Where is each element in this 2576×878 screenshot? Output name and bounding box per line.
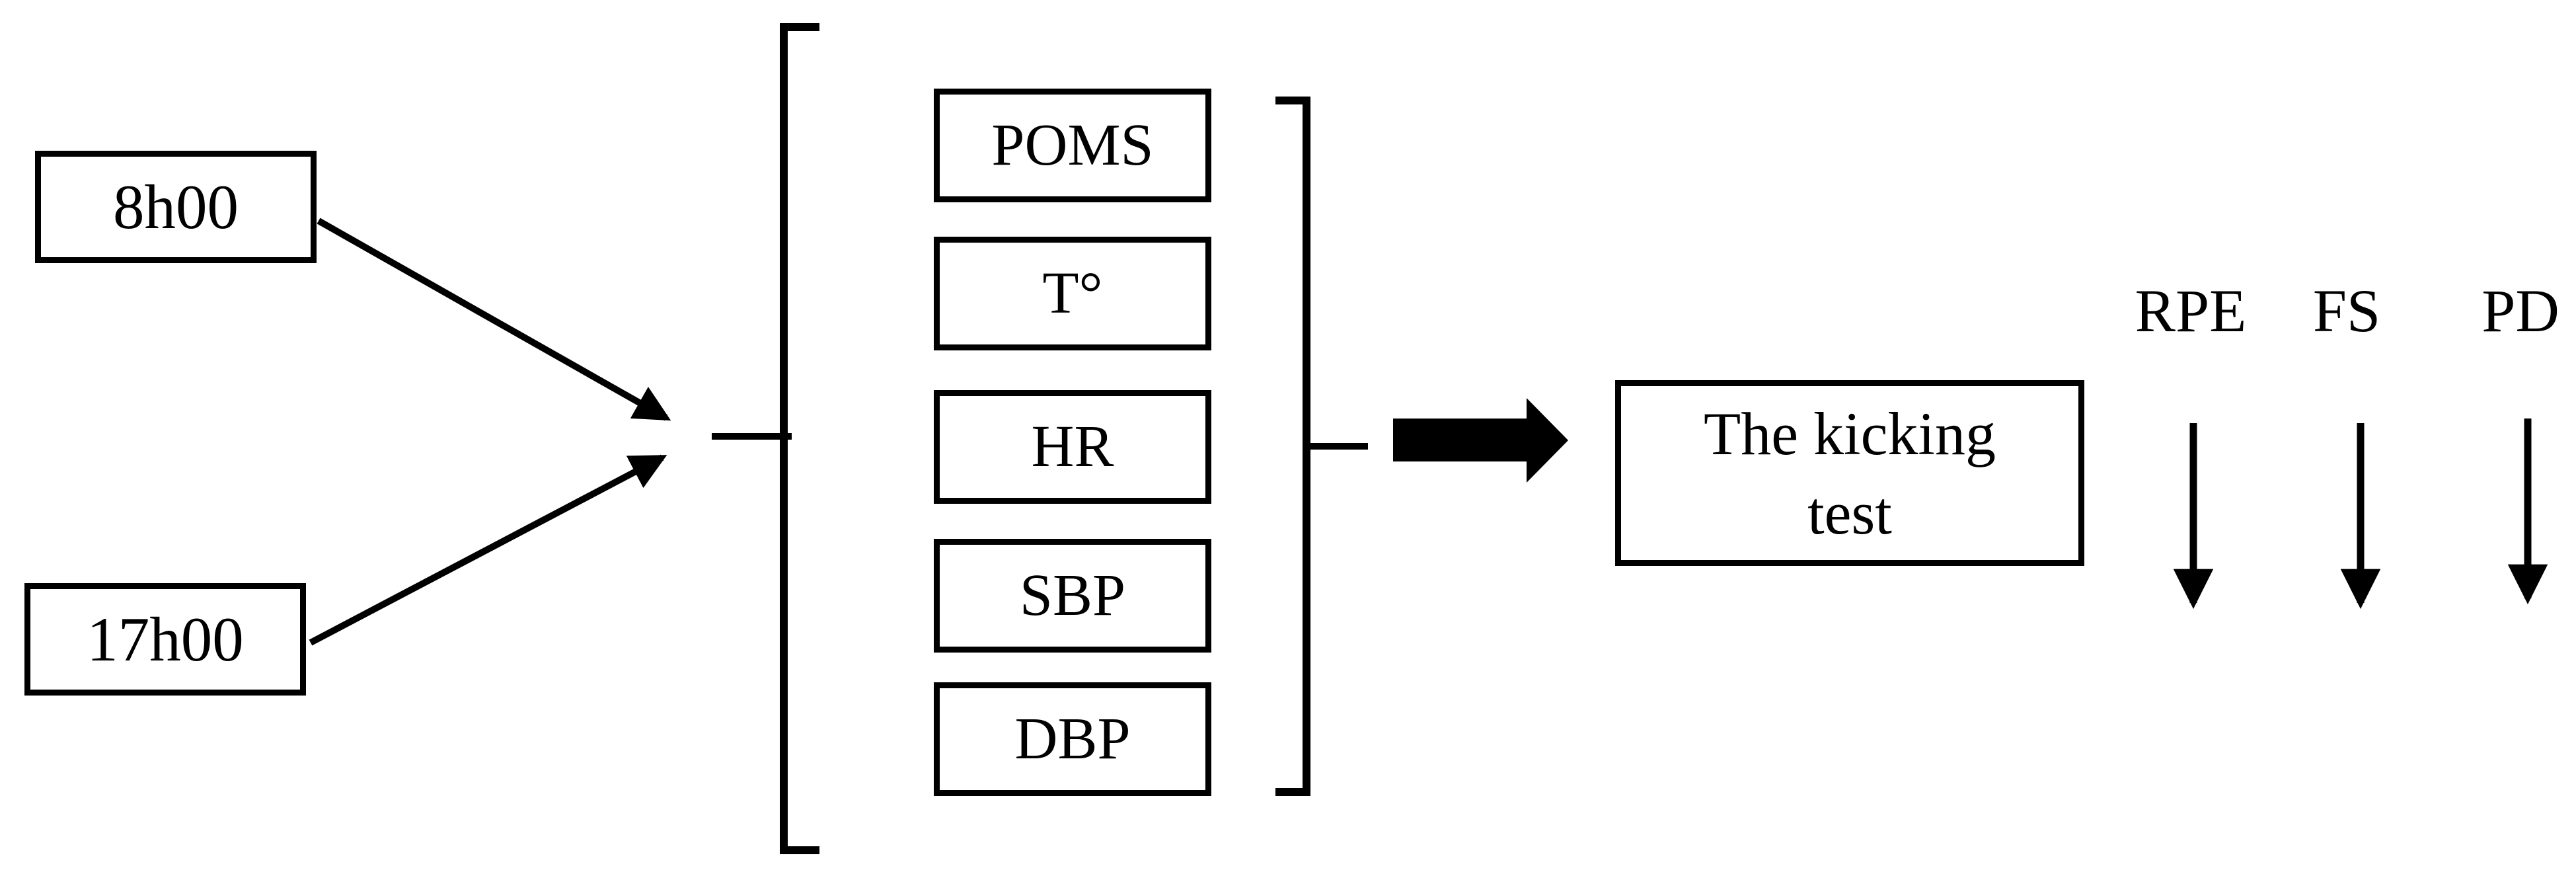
thick-arrow bbox=[1393, 398, 1568, 483]
measure-box-dbp: DBP bbox=[934, 682, 1211, 796]
time-box-8h00: 8h00 bbox=[35, 151, 317, 263]
measure-label-temperature: T° bbox=[1042, 260, 1103, 326]
arrow-from-17h00 bbox=[309, 454, 667, 646]
outcome-label-fs: FS bbox=[2312, 277, 2381, 344]
outcome-label-rpe: RPE bbox=[2135, 277, 2247, 344]
kicking-test-line2: test bbox=[1807, 479, 1892, 547]
outcome-label-pd: PD bbox=[2481, 277, 2559, 344]
left-bracket bbox=[780, 23, 819, 854]
measure-box-poms: POMS bbox=[934, 89, 1211, 202]
measure-box-hr: HR bbox=[934, 390, 1211, 504]
measure-box-temperature: T° bbox=[934, 237, 1211, 350]
right-bracket bbox=[1275, 97, 1310, 796]
measure-label-poms: POMS bbox=[991, 112, 1154, 178]
time-label-17h00: 17h00 bbox=[87, 604, 244, 674]
measure-label-dbp: DBP bbox=[1014, 706, 1131, 772]
time-box-17h00: 17h00 bbox=[24, 583, 306, 696]
measure-label-sbp: SBP bbox=[1019, 563, 1126, 628]
kicking-test-box: The kicking test bbox=[1615, 380, 2084, 566]
arrow-from-8h00 bbox=[317, 218, 671, 421]
measure-label-hr: HR bbox=[1031, 414, 1114, 479]
measure-box-sbp: SBP bbox=[934, 539, 1211, 653]
time-label-8h00: 8h00 bbox=[113, 171, 239, 242]
kicking-test-line1: The kicking bbox=[1704, 399, 1996, 467]
